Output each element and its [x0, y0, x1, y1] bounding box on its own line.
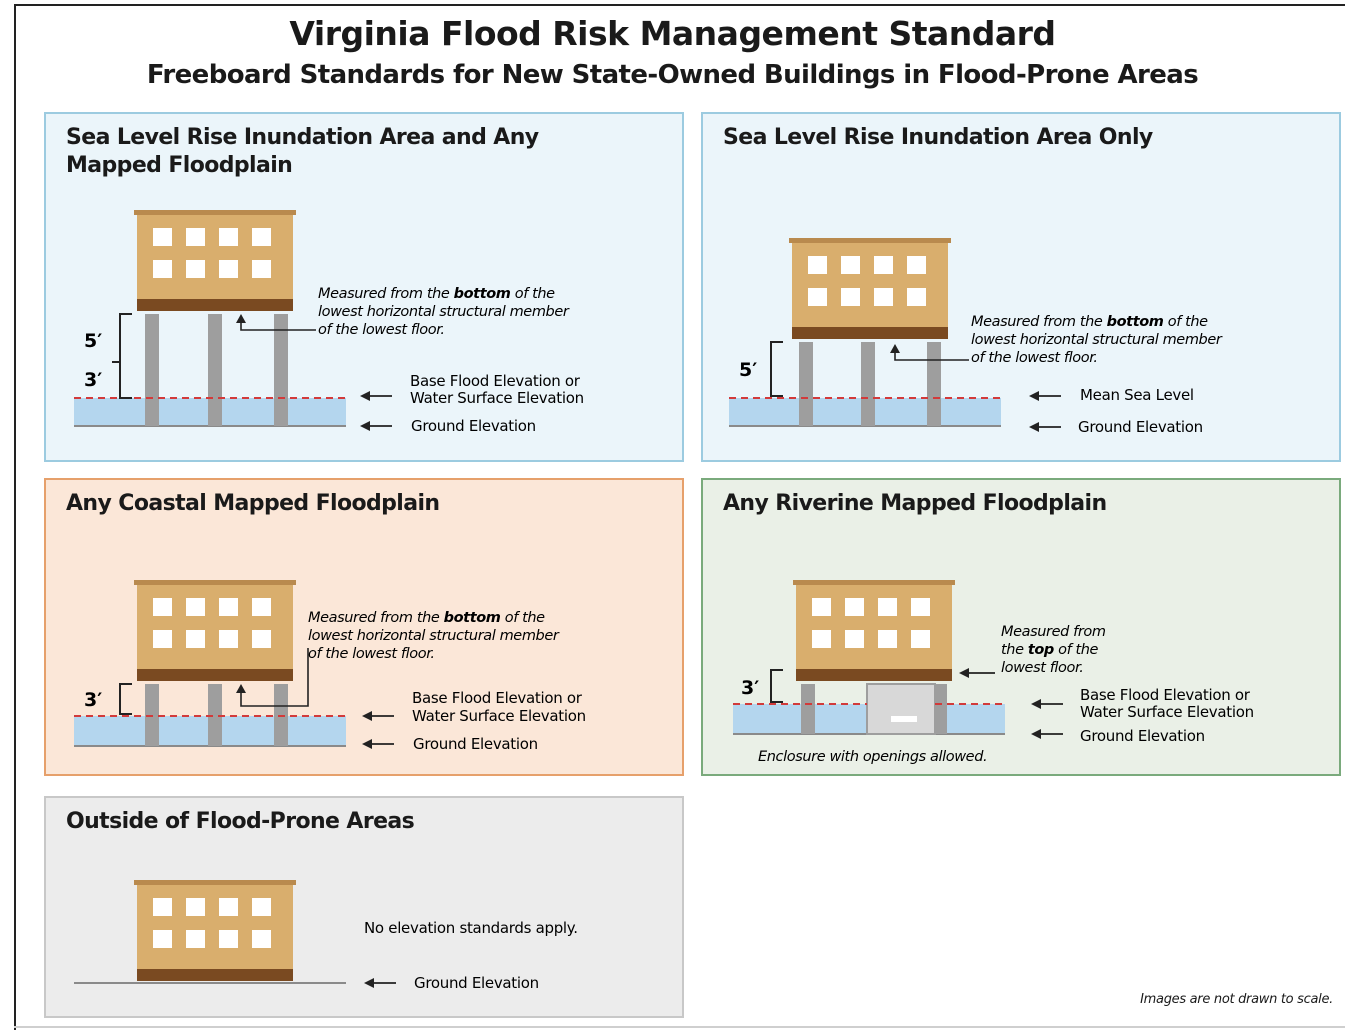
ground-label: Ground Elevation [1080, 727, 1205, 745]
arrow-icon [360, 391, 392, 431]
windows [153, 228, 271, 278]
flood-ref-label-line2: Water Surface Elevation [1080, 703, 1254, 721]
flood-ref-label-line2: Water Surface Elevation [412, 707, 586, 725]
pillar [208, 684, 222, 746]
dim-label: 3′ [84, 689, 102, 711]
arrow-icon [362, 711, 394, 749]
enclosure-note: Enclosure with openings allowed. [758, 749, 987, 765]
building [134, 210, 296, 311]
panel-title: Sea Level Rise Inundation Area Only [723, 125, 1153, 150]
pillar [927, 342, 941, 426]
frame-bottom-border [14, 1026, 1345, 1028]
measurement-note-line3: of the lowest floor. [318, 322, 445, 338]
measurement-note-line1: Measured from [1001, 624, 1106, 640]
panel-title: Sea Level Rise Inundation Area and Any M… [66, 124, 586, 180]
leader-arrowhead [236, 684, 246, 693]
leader-arrowhead [890, 344, 900, 353]
dim-label-upper: 5′ [84, 330, 102, 352]
pillar [933, 684, 947, 734]
measurement-note-line2: lowest horizontal structural member [971, 332, 1223, 348]
leader-arrow [240, 648, 309, 707]
measurement-note-line3: of the lowest floor. [971, 350, 1098, 366]
panel-slr-only: Sea Level Rise Inundation Area Only 5′ M… [701, 112, 1341, 462]
flood-ref-label-line2: Water Surface Elevation [410, 389, 584, 407]
panel-5-diagram: No elevation standards apply. Ground Ele… [74, 880, 578, 992]
frame-top-border [14, 4, 1345, 6]
pillar [799, 342, 813, 426]
measurement-note-line2: lowest horizontal structural member [318, 304, 570, 320]
measurement-note-line3: of the lowest floor. [308, 646, 435, 662]
panel-title-line2: Mapped Floodplain [66, 153, 293, 178]
building [789, 238, 951, 339]
arrow-icon [364, 978, 396, 988]
ground-label: Ground Elevation [413, 735, 538, 753]
panel-outside-flood-prone: Outside of Flood-Prone Areas No elevatio… [44, 796, 684, 1018]
dim-label: 5′ [739, 359, 757, 381]
measurement-note-line3: lowest floor. [1001, 660, 1083, 676]
pillar [208, 314, 222, 426]
enclosure [866, 683, 936, 735]
panel-title: Any Riverine Mapped Floodplain [723, 491, 1107, 516]
flood-ref-label-line1: Base Flood Elevation or [410, 372, 581, 390]
frame-left-border [14, 4, 16, 1030]
pillar [801, 684, 815, 734]
measurement-note: Measured from the bottom of the [318, 286, 555, 302]
scale-footnote: Images are not drawn to scale. [1140, 992, 1333, 1007]
mean-sea-level-label: Mean Sea Level [1080, 386, 1194, 404]
windows [153, 898, 271, 948]
measurement-note-line2: lowest horizontal structural member [308, 628, 560, 644]
measurement-note: the top of the [1001, 642, 1099, 658]
page-subtitle: Freeboard Standards for New State-Owned … [146, 60, 1199, 90]
pillar [861, 342, 875, 426]
arrow-icon [959, 668, 1063, 739]
dim-label-lower: 3′ [84, 369, 102, 391]
panel-riverine-floodplain: Any Riverine Mapped Floodplain 3′ [701, 478, 1341, 776]
enclosure-opening [891, 716, 917, 722]
dimension-bracket [770, 341, 783, 397]
dimension-bracket [112, 313, 132, 399]
arrow-icon [1029, 391, 1061, 432]
panel-slr-and-floodplain: Sea Level Rise Inundation Area and Any M… [44, 112, 684, 462]
measurement-note: Measured from the bottom of the [308, 610, 545, 626]
flood-ref-label-line1: Base Flood Elevation or [1080, 686, 1251, 704]
ground-label: Ground Elevation [414, 974, 539, 992]
measurement-note: Measured from the bottom of the [971, 314, 1208, 330]
panel-title-line1: Sea Level Rise Inundation Area and Any [66, 125, 539, 150]
dimension-bracket [770, 669, 783, 703]
leader-arrowhead [236, 314, 246, 323]
panel-coastal-floodplain: Any Coastal Mapped Floodplain 3′ Measure… [44, 478, 684, 776]
panel-title: Any Coastal Mapped Floodplain [66, 491, 440, 516]
no-standards-note: No elevation standards apply. [364, 919, 578, 937]
building [793, 580, 955, 681]
dimension-bracket [119, 683, 132, 715]
building [134, 880, 296, 981]
ground-label: Ground Elevation [1078, 418, 1203, 436]
flood-ref-label-line1: Base Flood Elevation or [412, 689, 583, 707]
panel-4-diagram: 3′ Measured from the top of the lowest f… [733, 580, 1254, 765]
pillar [145, 314, 159, 426]
windows [812, 598, 930, 648]
windows [808, 256, 926, 306]
panel-1-diagram: 5′ 3′ Measured from the bottom of the lo… [74, 210, 584, 435]
dim-label: 3′ [741, 677, 759, 699]
ground-label: Ground Elevation [411, 417, 536, 435]
page-title: Virginia Flood Risk Management Standard [289, 14, 1056, 53]
panel-2-diagram: 5′ Measured from the bottom of the lowes… [729, 238, 1223, 436]
panel-title: Outside of Flood-Prone Areas [66, 809, 415, 834]
windows [153, 598, 271, 648]
panel-3-diagram: 3′ Measured from the bottom of the lowes… [74, 580, 586, 753]
building [134, 580, 296, 681]
